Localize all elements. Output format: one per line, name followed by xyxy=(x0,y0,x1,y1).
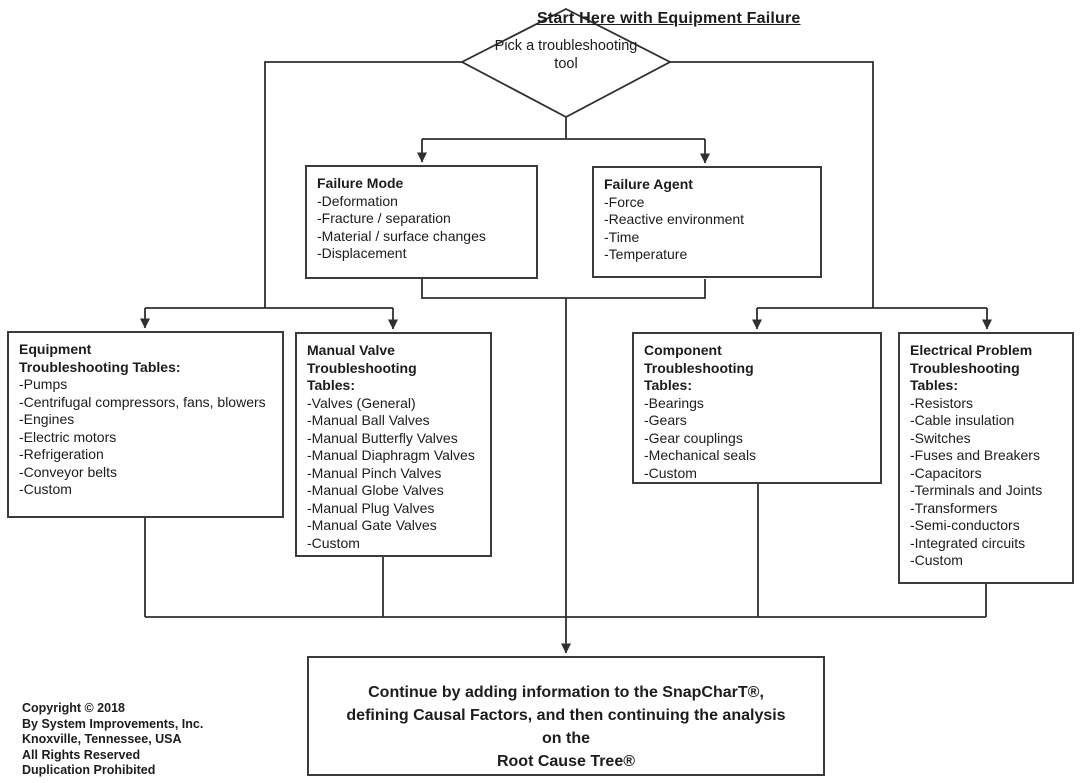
list-item: -Integrated circuits xyxy=(910,534,1026,551)
box-items: -Pumps-Centrifugal compressors, fans, bl… xyxy=(19,376,272,499)
list-item: -Semi-conductors xyxy=(910,517,1020,533)
list-item: -Refrigeration xyxy=(19,446,104,462)
title-line: Troubleshooting xyxy=(910,359,1020,376)
title-line: Failure Mode xyxy=(317,175,404,191)
list-item: -Resistors xyxy=(910,394,974,411)
list-item: -Displacement xyxy=(317,245,407,261)
copyright-line: Copyright © 2018 xyxy=(22,701,125,715)
list-item: -Mechanical seals xyxy=(644,447,757,463)
list-item: -Reactive environment xyxy=(604,211,745,227)
box-items: -Valves (General)-Manual Ball Valves-Man… xyxy=(307,395,480,553)
list-item: -Custom xyxy=(307,534,360,551)
list-item: -Custom xyxy=(19,481,72,497)
copyright-line: By System Improvements, Inc. xyxy=(22,716,204,731)
title-line: Electrical Problem xyxy=(910,342,1033,358)
list-item: -Pumps xyxy=(19,376,68,392)
list-item: -Manual Pinch Valves xyxy=(307,464,442,481)
connector-left-route xyxy=(264,61,462,308)
list-item: -Manual Gate Valves xyxy=(307,517,437,533)
list-item: -Transformers xyxy=(910,499,998,516)
title-line: Tables: xyxy=(307,377,355,393)
continue-line: defining Causal Factors, and then contin… xyxy=(346,707,786,724)
list-item: -Time xyxy=(604,228,640,245)
list-item: -Material / surface changes xyxy=(317,227,486,244)
copyright-line: All Rights Reserved xyxy=(22,747,141,762)
title-line: Tables: xyxy=(910,377,958,393)
list-item: -Custom xyxy=(644,464,697,481)
title-line: Troubleshooting xyxy=(307,359,417,376)
list-item: -Manual Globe Valves xyxy=(307,482,444,498)
list-item: -Manual Ball Valves xyxy=(307,412,430,428)
list-item: -Manual Diaphragm Valves xyxy=(307,447,475,463)
title-line: Component xyxy=(644,342,722,358)
list-item: -Force xyxy=(604,193,645,210)
list-item: -Fracture / separation xyxy=(317,210,451,226)
title-line: Manual Valve xyxy=(307,342,395,358)
connector-mid-join xyxy=(421,279,706,299)
continue-line: Root Cause Tree® xyxy=(496,753,636,770)
list-item: -Manual Plug Valves xyxy=(307,499,435,516)
box-title: Failure Mode xyxy=(317,175,526,193)
list-item: -Custom xyxy=(910,552,963,568)
box-title: Failure Agent xyxy=(604,176,810,194)
title-line: Failure Agent xyxy=(604,176,693,192)
continue-text: Continue by adding information to the Sn… xyxy=(309,681,823,773)
list-item: -Deformation xyxy=(317,192,398,209)
list-item: -Manual Butterfly Valves xyxy=(307,429,458,446)
title-line: Troubleshooting xyxy=(644,359,754,376)
list-item: -Terminals and Joints xyxy=(910,482,1043,498)
failure-mode-box: Failure Mode -Deformation-Fracture / sep… xyxy=(305,165,538,279)
connector-right-route xyxy=(670,61,874,308)
box-items: -Bearings-Gears-Gear couplings-Mechanica… xyxy=(644,395,870,483)
decision-label: Pick a troubleshooting tool xyxy=(494,38,638,72)
list-item: -Fuses and Breakers xyxy=(910,447,1040,463)
list-item: -Switches xyxy=(910,429,971,446)
box-items: -Force-Reactive environment-Time-Tempera… xyxy=(604,194,810,264)
list-item: -Capacitors xyxy=(910,464,982,481)
title-line: Equipment xyxy=(19,341,92,357)
continue-box: Continue by adding information to the Sn… xyxy=(307,656,825,776)
list-item: -Engines xyxy=(19,411,75,427)
list-item: -Gear couplings xyxy=(644,429,743,446)
start-here-label: Start Here with Equipment Failure xyxy=(537,10,801,27)
continue-line: on the xyxy=(542,730,590,747)
list-item: -Temperature xyxy=(604,246,688,262)
list-item: -Conveyor belts xyxy=(19,463,118,480)
list-item: -Centrifugal compressors, fans, blowers xyxy=(19,393,266,410)
list-item: -Cable insulation xyxy=(910,412,1015,428)
list-item: -Valves (General) xyxy=(307,394,416,411)
list-item: -Gears xyxy=(644,412,687,428)
title-line: Troubleshooting Tables: xyxy=(19,358,181,375)
copyright-line: Knoxville, Tennessee, USA xyxy=(22,732,182,746)
box-items: -Deformation-Fracture / separation-Mater… xyxy=(317,193,526,263)
list-item: -Bearings xyxy=(644,394,704,411)
copyright-line: Duplication Prohibited xyxy=(22,763,156,777)
box-items: -Resistors-Cable insulation-Switches-Fus… xyxy=(910,395,1062,570)
list-item: -Electric motors xyxy=(19,428,117,445)
title-line: Tables: xyxy=(644,377,692,393)
continue-line: Continue by adding information to the Sn… xyxy=(368,684,764,701)
failure-agent-box: Failure Agent -Force-Reactive environmen… xyxy=(592,166,822,278)
